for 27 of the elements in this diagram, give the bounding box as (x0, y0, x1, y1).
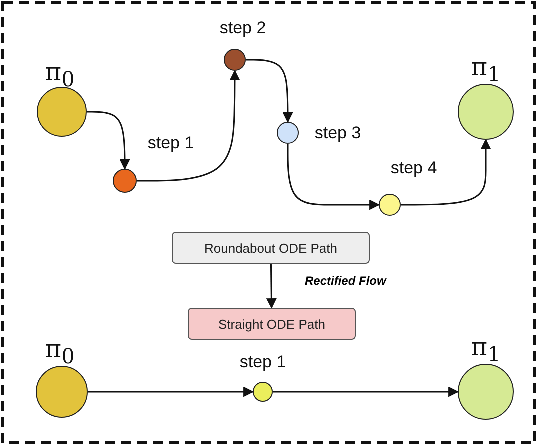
circle-node (277, 122, 299, 144)
circle-node (36, 366, 88, 418)
process-box: Roundabout ODE Path (172, 232, 370, 264)
circle-node (379, 194, 401, 216)
circle-node (224, 49, 246, 71)
node-label: step 2 (220, 20, 266, 36)
arrow (273, 386, 460, 398)
node-label: step 1 (240, 354, 286, 370)
arrow (88, 386, 254, 398)
arrow (287, 144, 380, 210)
circle-node (113, 169, 137, 193)
arrow (137, 70, 240, 182)
node-label: step 4 (390, 160, 438, 176)
node-label: step 1 (148, 134, 194, 152)
arrow (401, 138, 492, 206)
node-label: π$_{0}$ (45, 60, 75, 90)
edge-label: Rectified Flow (304, 274, 388, 288)
arrow (87, 111, 130, 170)
arrow (246, 59, 294, 124)
node-label: π$_{1}$ (471, 334, 501, 366)
node-label: step 3 (314, 124, 362, 142)
node-label: π$_{1}$ (471, 54, 501, 86)
circle-node (253, 382, 273, 402)
process-box: Straight ODE Path (188, 308, 356, 340)
node-label: π$_{0}$ (45, 336, 75, 368)
circle-node (37, 87, 87, 137)
arrow (266, 264, 277, 310)
